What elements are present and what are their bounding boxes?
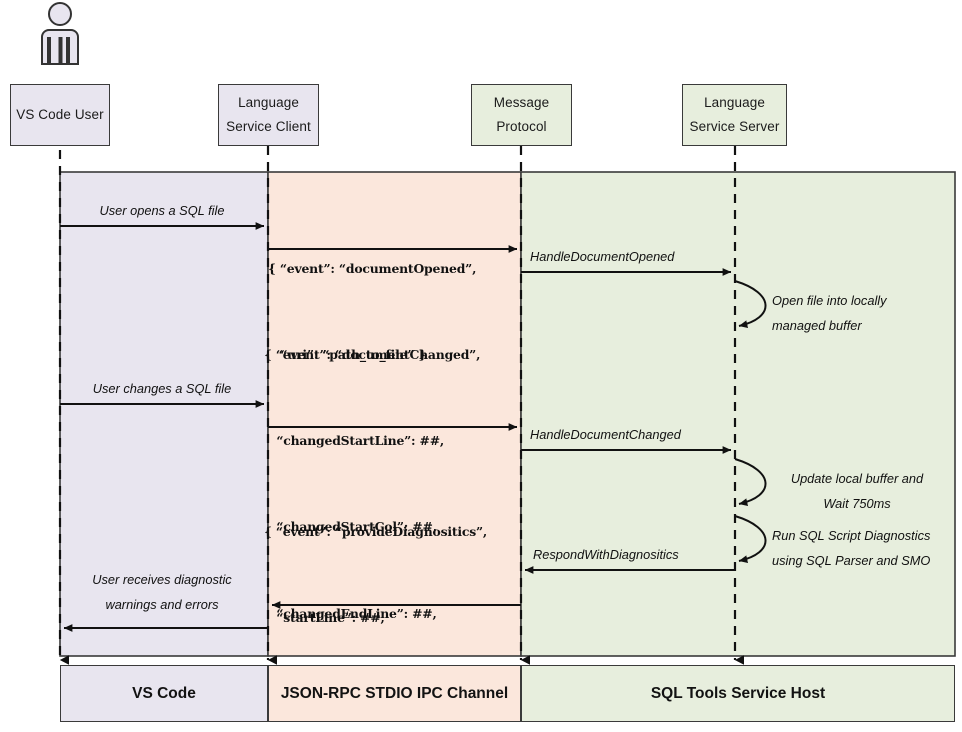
json-line: “uri”: “path_to_file” } (268, 346, 427, 362)
json-line: “changedEndLine”: ##, (264, 605, 437, 621)
self-loop-arrows (734, 280, 767, 563)
json-line: “changedStartLine”: ##, (264, 432, 445, 448)
selfloop-update-buffer (734, 458, 767, 506)
region-bands (59, 171, 956, 657)
footer-band-label: JSON-RPC STDIO IPC Channel (280, 684, 509, 702)
footer-band-json-rpc-channel[interactable]: JSON-RPC STDIO IPC Channel (268, 665, 521, 722)
note-line: Update local buffer and (790, 471, 924, 486)
json-line: { “event”: “documentOpened”, (268, 260, 477, 276)
note-line: managed buffer (772, 317, 862, 333)
lifeline-label-line: VS Code User (16, 107, 104, 123)
band-vscode (59, 171, 269, 657)
message-label-line: User receives diagnostic (92, 572, 232, 587)
lifeline-header-language-service-server[interactable]: Language Service Server (682, 84, 787, 146)
json-line: “startLine”: ##, (264, 609, 385, 625)
lifeline-label-line: Service Server (689, 119, 780, 134)
footer-band-label: VS Code (132, 684, 196, 702)
lifelines (58, 146, 745, 665)
lifeline-header-message-protocol[interactable]: Message Protocol (471, 84, 572, 146)
lifeline-label-line: Protocol (496, 119, 547, 134)
note-line: Wait 750ms (823, 495, 891, 511)
footer-band-vs-code[interactable]: VS Code (60, 665, 268, 722)
json-payload-document-opened: { “event”: “documentOpened”, “uri”: “pat… (268, 197, 476, 427)
lifeline-label-line: Message (493, 95, 550, 111)
footer-band-sql-tools-service-host[interactable]: SQL Tools Service Host (521, 665, 955, 722)
message-arrows (60, 222, 735, 632)
person-icon (41, 2, 79, 65)
lifeline-header-language-service-client[interactable]: Language Service Client (218, 84, 319, 146)
json-line: { “event”: “documentChanged”, (264, 346, 481, 362)
selfloop-open-file (734, 280, 767, 328)
message-label-user-receives: User receives diagnostic warnings and er… (60, 568, 264, 618)
selfloop-run-diagnostics (734, 515, 767, 563)
band-host (520, 171, 956, 657)
note-update-buffer: Update local buffer and Wait 750ms (772, 467, 942, 517)
note-open-file: Open file into locally managed buffer (772, 289, 887, 339)
lifeline-header-vscode-user[interactable]: VS Code User (10, 84, 110, 146)
footer-band-label: SQL Tools Service Host (650, 684, 826, 702)
lifeline-label-line: Service Client (226, 119, 311, 134)
note-line: Run SQL Script Diagnostics (772, 528, 931, 543)
json-line: “changedStartCol”: ##, (264, 519, 437, 535)
message-label-line: warnings and errors (105, 596, 219, 612)
lifeline-label-line: Language (704, 95, 765, 111)
note-run-diagnostics: Run SQL Script Diagnostics using SQL Par… (772, 524, 930, 574)
band-ipc (267, 171, 522, 657)
note-line: using SQL Parser and SMO (772, 552, 931, 568)
note-line: Open file into locally (772, 293, 887, 308)
json-line: { “event”: “provideDiagnositics”, (264, 523, 488, 539)
lifeline-label-line: Language (238, 95, 299, 111)
